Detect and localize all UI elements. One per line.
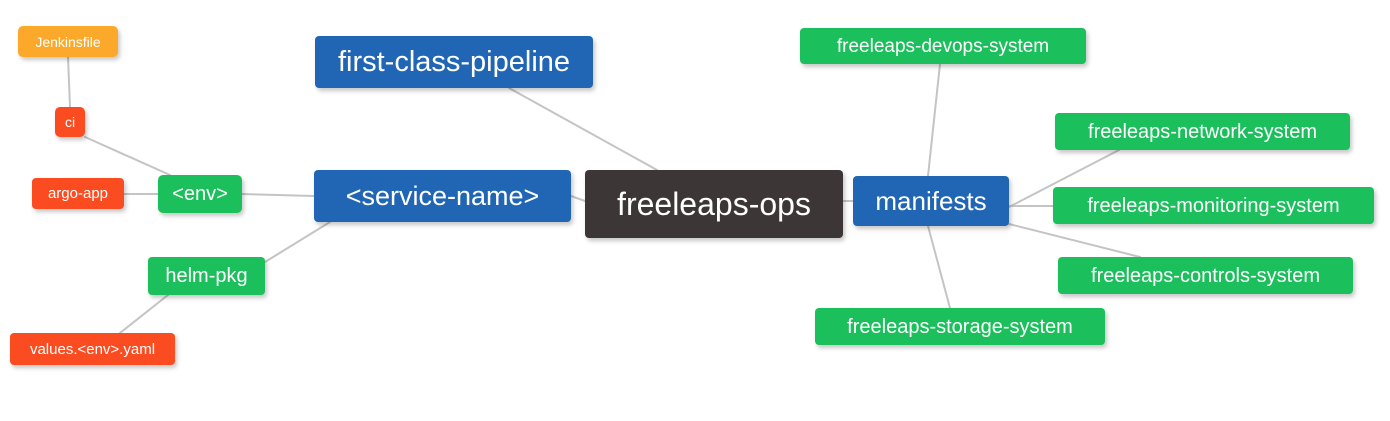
node-freeleaps-ops[interactable]: freeleaps-ops bbox=[585, 170, 843, 238]
node-label-freeleaps-storage-system: freeleaps-storage-system bbox=[847, 315, 1073, 338]
edge-manifests-to-freeleaps-controls-system bbox=[1008, 223, 1141, 258]
edge-helm-pkg-to-values-yaml bbox=[119, 294, 169, 334]
node-freeleaps-devops-system[interactable]: freeleaps-devops-system bbox=[800, 28, 1086, 64]
node-label-argo-app: argo-app bbox=[47, 185, 109, 202]
edge-manifests-to-freeleaps-storage-system bbox=[927, 225, 951, 309]
node-freeleaps-storage-system[interactable]: freeleaps-storage-system bbox=[815, 308, 1105, 345]
node-helm-pkg[interactable]: helm-pkg bbox=[148, 257, 265, 295]
node-ci[interactable]: ci bbox=[55, 107, 85, 137]
node-label-values-yaml: values.<env>.yaml bbox=[29, 340, 156, 358]
node-jenkinsfile[interactable]: Jenkinsfile bbox=[18, 26, 118, 57]
node-first-class-pipeline[interactable]: first-class-pipeline bbox=[315, 36, 593, 88]
node-label-jenkinsfile: Jenkinsfile bbox=[35, 33, 101, 50]
edge-first-class-pipeline-to-freeleaps-ops bbox=[508, 87, 658, 171]
node-service-name[interactable]: <service-name> bbox=[314, 170, 571, 222]
node-freeleaps-controls-system[interactable]: freeleaps-controls-system bbox=[1058, 257, 1353, 294]
node-label-freeleaps-devops-system: freeleaps-devops-system bbox=[836, 35, 1050, 57]
node-values-yaml[interactable]: values.<env>.yaml bbox=[10, 333, 175, 365]
node-freeleaps-monitoring-system[interactable]: freeleaps-monitoring-system bbox=[1053, 187, 1374, 224]
node-label-first-class-pipeline: first-class-pipeline bbox=[337, 45, 571, 78]
node-label-helm-pkg: helm-pkg bbox=[165, 265, 248, 287]
node-label-freeleaps-controls-system: freeleaps-controls-system bbox=[1091, 264, 1320, 287]
node-label-ci: ci bbox=[64, 114, 76, 130]
node-label-freeleaps-network-system: freeleaps-network-system bbox=[1088, 120, 1317, 143]
node-label-manifests: manifests bbox=[875, 186, 987, 216]
node-argo-app[interactable]: argo-app bbox=[32, 178, 124, 209]
edge-env-to-service-name bbox=[241, 193, 315, 197]
edge-service-name-to-helm-pkg bbox=[264, 221, 331, 263]
node-label-freeleaps-monitoring-system: freeleaps-monitoring-system bbox=[1087, 194, 1340, 217]
edge-service-name-to-freeleaps-ops bbox=[570, 195, 586, 202]
node-manifests[interactable]: manifests bbox=[853, 176, 1009, 226]
node-label-env: <env> bbox=[172, 183, 228, 205]
edge-freeleaps-devops-system-to-manifests bbox=[927, 63, 941, 177]
node-label-service-name: <service-name> bbox=[345, 180, 540, 211]
node-label-freeleaps-ops: freeleaps-ops bbox=[617, 186, 811, 222]
node-env[interactable]: <env> bbox=[158, 175, 242, 213]
edge-jenkinsfile-to-ci bbox=[67, 56, 71, 108]
node-freeleaps-network-system[interactable]: freeleaps-network-system bbox=[1055, 113, 1350, 150]
edge-ci-to-env bbox=[84, 136, 171, 176]
